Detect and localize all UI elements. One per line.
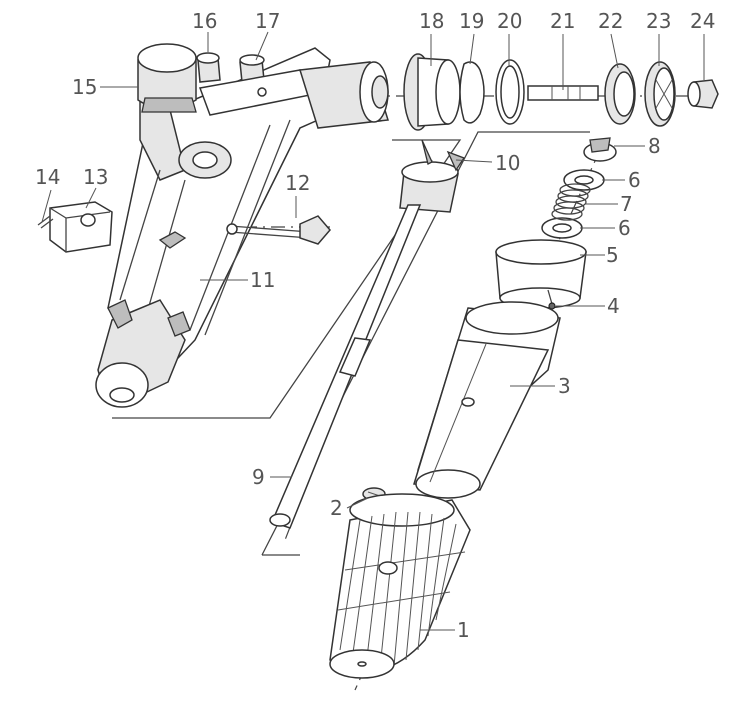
callout-label-7: 7 xyxy=(620,192,633,216)
callout-label-2: 2 xyxy=(330,496,343,520)
sleeve-part-5 xyxy=(495,239,587,309)
block-part-13 xyxy=(49,201,113,253)
callout-label-8: 8 xyxy=(648,134,661,158)
callout-label-19: 19 xyxy=(459,9,484,33)
long-shaft-part-9 xyxy=(269,204,422,529)
clip-part-14 xyxy=(37,215,54,229)
leader-lines xyxy=(41,31,705,631)
callout-label-1: 1 xyxy=(457,618,470,642)
callout-label-24: 24 xyxy=(690,9,715,33)
wave-washer-part-19 xyxy=(459,61,485,124)
callout-label-10: 10 xyxy=(495,151,520,175)
cap-part-8 xyxy=(583,137,617,162)
washer-part-6-lower xyxy=(541,217,583,239)
callout-label-23: 23 xyxy=(646,9,671,33)
bracket-parts-16-17 xyxy=(196,52,312,116)
callout-label-13: 13 xyxy=(83,165,108,189)
shaft-part-21 xyxy=(527,85,599,101)
callout-label-9: 9 xyxy=(252,465,265,489)
wheel-part-23 xyxy=(644,61,676,127)
shaft-head-part-10 xyxy=(399,139,465,213)
screw-part-4 xyxy=(547,289,556,310)
callout-label-4: 4 xyxy=(607,294,620,318)
bearing-cup-part-18 xyxy=(403,53,461,131)
callout-label-3: 3 xyxy=(558,374,571,398)
callout-label-14: 14 xyxy=(35,165,60,189)
callout-label-6a: 6 xyxy=(628,168,641,192)
callout-label-16: 16 xyxy=(192,9,217,33)
callout-label-17: 17 xyxy=(255,9,280,33)
callout-labels: 1 2 3 4 5 6 7 6 8 9 10 11 12 13 14 15 16… xyxy=(35,9,715,642)
nut-part-24 xyxy=(687,79,719,109)
callout-label-18: 18 xyxy=(419,9,444,33)
motor-cap-part-15 xyxy=(137,43,197,113)
callout-label-11: 11 xyxy=(250,268,275,292)
pin-part-12 xyxy=(226,215,331,245)
callout-label-15: 15 xyxy=(72,75,97,99)
callout-label-5: 5 xyxy=(606,243,619,267)
callout-label-6b: 6 xyxy=(618,216,631,240)
motor-housing xyxy=(299,61,389,129)
frame-arm-part-11 xyxy=(95,47,331,408)
ring-part-20 xyxy=(495,59,525,125)
callout-label-21: 21 xyxy=(550,9,575,33)
washer-part-6-upper xyxy=(563,169,605,191)
callout-label-20: 20 xyxy=(497,9,522,33)
callout-label-12: 12 xyxy=(285,171,310,195)
callout-label-22: 22 xyxy=(598,9,623,33)
tube-part-3 xyxy=(413,301,561,499)
bearing-part-22 xyxy=(604,63,636,125)
handle-part-1 xyxy=(329,493,471,679)
spring-part-7 xyxy=(551,183,591,221)
